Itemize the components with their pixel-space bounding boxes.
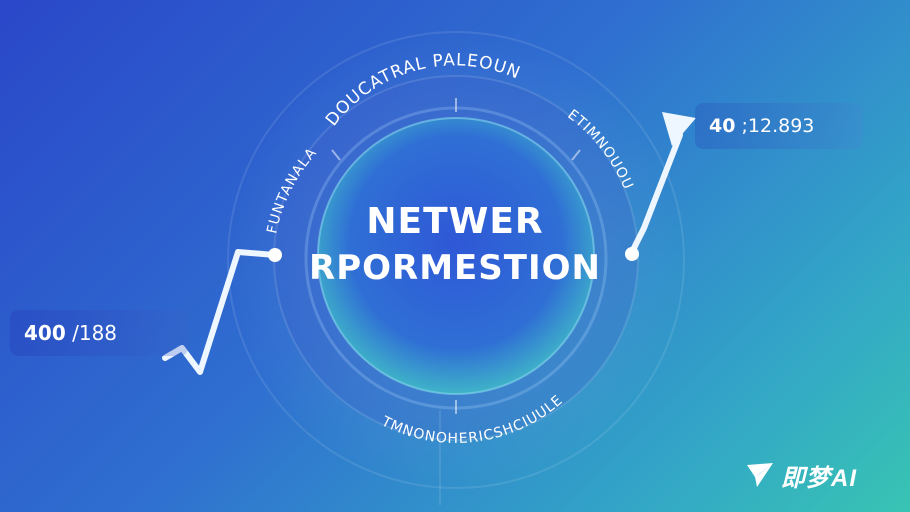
right-value-callout: 40 ;12.893 [695,103,863,149]
right-connector-dot [625,247,639,261]
title-line-1: NETWER [366,201,544,242]
left-value-callout: 400 /188 [10,310,188,356]
core-circle [317,117,595,395]
right-value-bold: 40 [709,115,736,137]
tick-upper-left [331,149,341,161]
watermark-text: 即梦AI [781,464,857,492]
arrow-head-icon [662,112,696,146]
right-value-rest: ;12.893 [735,115,815,137]
left-value-bold: 400 [24,321,66,345]
left-value-rest: /188 [65,321,118,345]
title-line-2: RPORMESTION [309,248,601,288]
tick-upper-right [571,149,581,161]
center-title: NETWER RPORMESTION [300,200,610,292]
paper-plane-icon [747,463,773,487]
left-connector-dot [268,248,282,262]
right-trend-line [629,132,683,255]
watermark-logo: 即梦AI [745,455,857,495]
